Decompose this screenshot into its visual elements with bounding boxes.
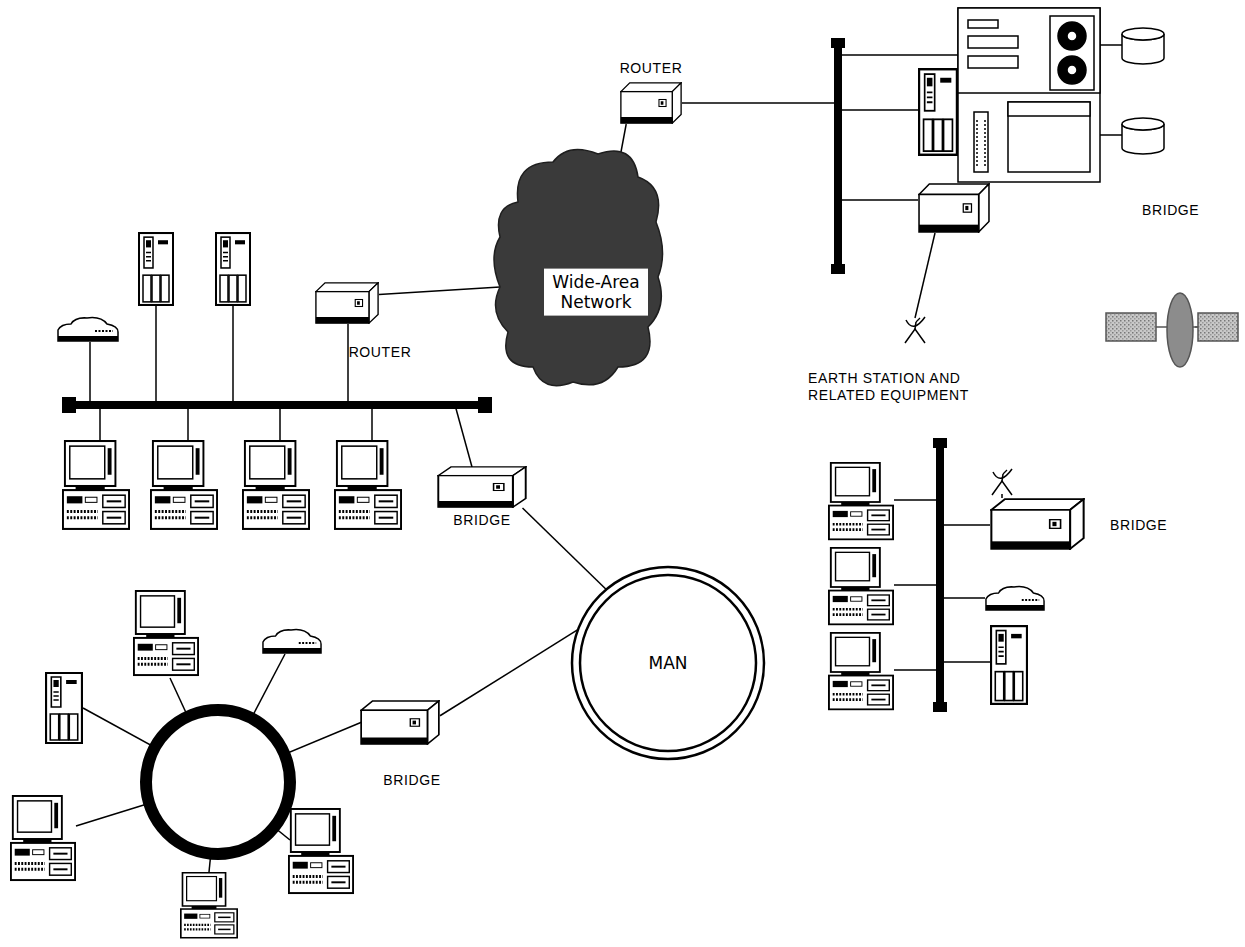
server-tower <box>991 626 1027 704</box>
wire <box>838 54 958 56</box>
device-icon <box>620 82 682 124</box>
bus-terminator <box>831 38 845 48</box>
bus-terminator <box>933 702 947 712</box>
mainframe <box>958 8 1100 182</box>
wan-cloud: Wide-Area Network <box>488 142 668 392</box>
device-label: BRIDGE <box>1142 202 1199 219</box>
bus-terminator <box>831 264 845 274</box>
device-box <box>621 83 681 123</box>
equipment-label: EARTH STATION AND RELATED EQUIPMENT <box>808 370 988 404</box>
connector-line <box>523 508 607 590</box>
wire <box>838 199 918 201</box>
device-box <box>316 283 378 323</box>
token-ring <box>146 710 290 854</box>
workstation <box>11 796 75 880</box>
right-lan-wiring <box>894 494 1002 670</box>
device-icon <box>315 282 379 324</box>
lan-bus <box>834 42 842 270</box>
device-label: ROUTER <box>620 60 683 77</box>
device-box <box>438 467 525 507</box>
device-label: BRIDGE <box>383 772 440 789</box>
connector-line <box>440 630 578 716</box>
device-label: MAN <box>648 653 687 673</box>
man-ring: MAN <box>570 565 766 761</box>
workstation <box>151 441 217 529</box>
connector-line <box>621 124 626 152</box>
lan-bus <box>68 401 486 409</box>
earth-station-antenna <box>905 317 925 343</box>
bus-terminator <box>478 397 492 413</box>
device-box <box>991 499 1083 549</box>
device-label: ROUTER <box>349 344 412 361</box>
device-icon <box>990 498 1085 550</box>
bridge-box: BRIDGE <box>437 466 527 508</box>
disk-drive <box>1122 28 1164 154</box>
server-tower <box>46 673 82 743</box>
bus-terminator <box>62 397 76 413</box>
network-name: Wide-Area Network <box>544 269 648 316</box>
workstation <box>63 441 129 529</box>
bus-terminator <box>933 438 947 448</box>
workstation <box>829 633 893 709</box>
ring-circle <box>580 575 756 751</box>
server-tower <box>919 69 957 155</box>
server-tower <box>216 233 250 305</box>
satellite <box>1106 293 1238 367</box>
wire <box>915 233 935 318</box>
bridge-box: BRIDGE <box>918 183 990 233</box>
workstation <box>829 548 893 624</box>
workstation <box>243 441 309 529</box>
wire <box>1100 134 1122 136</box>
modem <box>986 587 1044 610</box>
lan-bus <box>936 442 944 708</box>
cloud-outline <box>488 142 668 392</box>
router-box: ROUTER <box>315 282 379 324</box>
cloud-shape <box>494 150 663 386</box>
device-label: BRIDGE <box>453 512 510 529</box>
bridge-box: BRIDGE <box>360 700 440 745</box>
workstation <box>289 809 353 893</box>
workstation <box>335 441 401 529</box>
workstation <box>829 463 893 539</box>
ring-circle <box>572 567 764 759</box>
device-icon <box>918 183 990 233</box>
server-tower <box>139 233 173 305</box>
device-box <box>361 701 439 744</box>
bridge-box: BRIDGE <box>990 498 1085 550</box>
bridge-antenna <box>992 469 1012 495</box>
device-icon <box>360 700 440 745</box>
router-box: ROUTER <box>620 82 682 124</box>
wire <box>1100 44 1122 46</box>
modem <box>263 630 321 653</box>
modem <box>58 318 118 341</box>
device-label: BRIDGE <box>1110 517 1167 534</box>
connector-line <box>379 287 500 295</box>
label-holder: EARTH STATION AND RELATED EQUIPMENT <box>808 370 988 404</box>
wire <box>838 109 918 111</box>
workstation <box>181 873 237 938</box>
wire <box>682 102 838 104</box>
device-box <box>919 184 989 232</box>
workstation <box>134 591 198 675</box>
device-icon <box>437 466 527 508</box>
